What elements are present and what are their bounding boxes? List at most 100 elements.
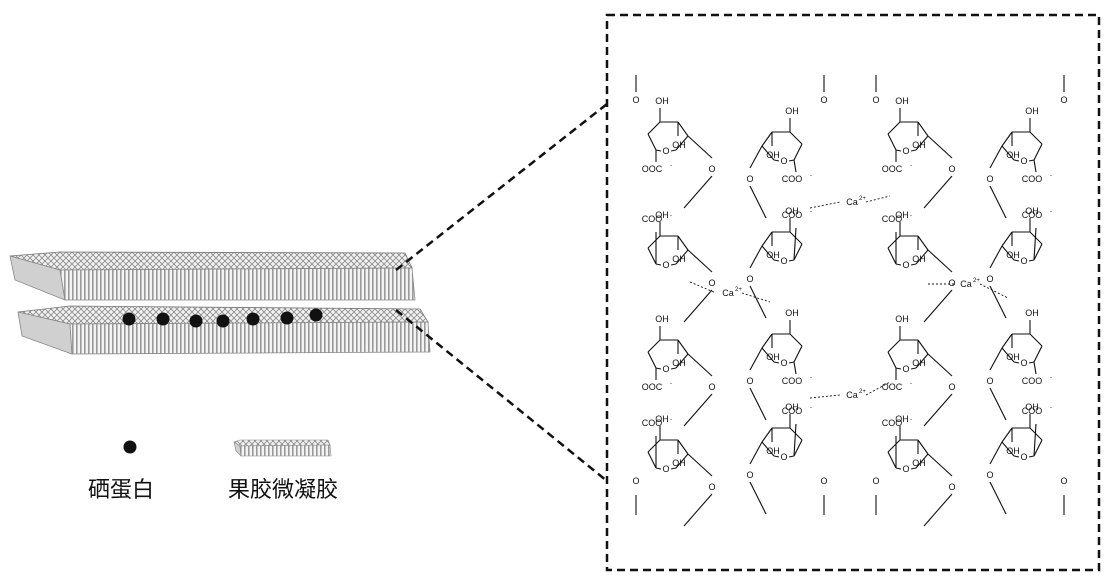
ring-bond	[895, 467, 902, 470]
ring-bond	[1029, 131, 1043, 145]
hydroxyl-label: OH	[895, 414, 909, 424]
calcium-charge-label: 2+	[973, 278, 980, 284]
pectin-structure: OOOHOHOOOC-OOHOHOCOO-OOHOHOOOC-OOHOHOCOO…	[632, 75, 1068, 527]
ring-bond	[917, 439, 929, 455]
hydroxyl-label: OH	[1025, 206, 1039, 216]
ring-bond	[655, 263, 662, 266]
ring-bond	[773, 361, 780, 364]
hydroxyl-label: OH	[1006, 150, 1020, 160]
glycosidic-oxygen: O	[708, 278, 715, 288]
glycosidic-oxygen: O	[746, 174, 753, 184]
protein-dot	[309, 308, 323, 322]
zoom-line-upper	[395, 103, 608, 271]
ring-bond	[917, 339, 929, 355]
ionic-bridge	[865, 381, 891, 396]
ring-bond	[670, 149, 677, 152]
hydroxyl-label: OH	[785, 402, 799, 412]
ring-bond	[1001, 333, 1013, 349]
ring-bond	[1029, 333, 1043, 347]
charge-label: -	[810, 173, 812, 179]
bond	[793, 361, 797, 375]
ring-bond	[655, 149, 662, 152]
chain-bond	[989, 481, 1007, 515]
ring-bond	[1028, 259, 1035, 262]
chain-bond	[687, 249, 713, 273]
protein-dot	[122, 312, 136, 326]
charge-label: -	[1050, 375, 1052, 381]
carboxylate-label: COO	[782, 210, 803, 220]
legend-label-selenoprotein: 硒蛋白	[88, 478, 155, 503]
hydroxyl-label: OH	[655, 414, 669, 424]
calcium-charge-label: 2+	[859, 389, 866, 395]
chain-bond	[749, 245, 763, 269]
hydroxyl-label: OH	[766, 150, 780, 160]
ring-oxygen: O	[902, 260, 909, 270]
protein-dot	[280, 311, 294, 325]
ring-bond	[761, 131, 773, 147]
hydroxyl-label: OH	[672, 254, 686, 264]
bond	[793, 423, 797, 457]
chain-bond	[683, 493, 713, 527]
hydroxyl-label: OH	[912, 140, 926, 150]
carboxylate-label: COO	[882, 214, 903, 224]
glycosidic-oxygen: O	[948, 482, 955, 492]
hydroxyl-label: OH	[912, 358, 926, 368]
calcium-ion-label: Ca	[846, 390, 858, 400]
glycosidic-oxygen: O	[708, 164, 715, 174]
glycosidic-oxygen: O	[986, 174, 993, 184]
hydroxyl-label: OH	[1025, 308, 1039, 318]
ring-bond	[793, 439, 803, 457]
ring-bond	[647, 451, 657, 469]
ring-bond	[793, 143, 803, 161]
glycosidic-oxygen: O	[948, 164, 955, 174]
ring-bond	[910, 367, 917, 370]
carboxylate-label: COO	[782, 174, 803, 184]
hydroxyl-label: OH	[785, 308, 799, 318]
charge-label: -	[670, 213, 672, 219]
ring-bond	[677, 439, 689, 455]
carboxylate-label: OOC	[642, 164, 663, 174]
chain-bond	[989, 145, 1003, 169]
glycosidic-oxygen: O	[746, 470, 753, 480]
hydroxyl-label: OH	[895, 210, 909, 220]
ring-bond	[887, 439, 901, 453]
ring-bond	[1001, 441, 1015, 457]
ring-bond	[1013, 259, 1020, 262]
ring-bond	[1013, 159, 1020, 162]
chain-bond	[749, 285, 767, 319]
ring-oxygen: O	[1020, 256, 1027, 266]
ionic-bridge	[979, 283, 1009, 299]
ring-oxygen: O	[902, 146, 909, 156]
ring-bond	[895, 367, 902, 370]
ring-bond	[677, 121, 689, 137]
ring-bond	[647, 247, 657, 265]
glycosidic-oxygen: O	[1060, 95, 1067, 105]
ring-bond	[1028, 361, 1035, 364]
ring-bond	[793, 345, 803, 363]
charge-label: -	[910, 381, 912, 387]
charge-label: -	[810, 375, 812, 381]
glycosidic-oxygen: O	[986, 376, 993, 386]
ring-bond	[1013, 361, 1020, 364]
legend-slab-icon	[233, 439, 332, 457]
ring-bond	[915, 353, 929, 369]
ring-bond	[895, 263, 902, 266]
ring-bond	[670, 367, 677, 370]
legend-dot-icon	[123, 440, 137, 454]
ring-oxygen: O	[662, 146, 669, 156]
ring-bond	[789, 131, 803, 145]
ring-bond	[789, 333, 803, 347]
hydroxyl-label: OH	[1025, 106, 1039, 116]
ring-bond	[789, 427, 803, 441]
ring-bond	[670, 467, 677, 470]
ring-bond	[788, 159, 795, 162]
ring-bond	[773, 259, 780, 262]
bond	[1033, 159, 1037, 173]
carboxylate-label: COO	[782, 406, 803, 416]
glycosidic-oxygen: O	[708, 382, 715, 392]
glycosidic-oxygen: O	[632, 476, 639, 486]
glycosidic-oxygen: O	[872, 476, 879, 486]
ring-bond	[647, 133, 657, 151]
ring-bond	[1029, 231, 1043, 245]
hydroxyl-label: OH	[672, 458, 686, 468]
